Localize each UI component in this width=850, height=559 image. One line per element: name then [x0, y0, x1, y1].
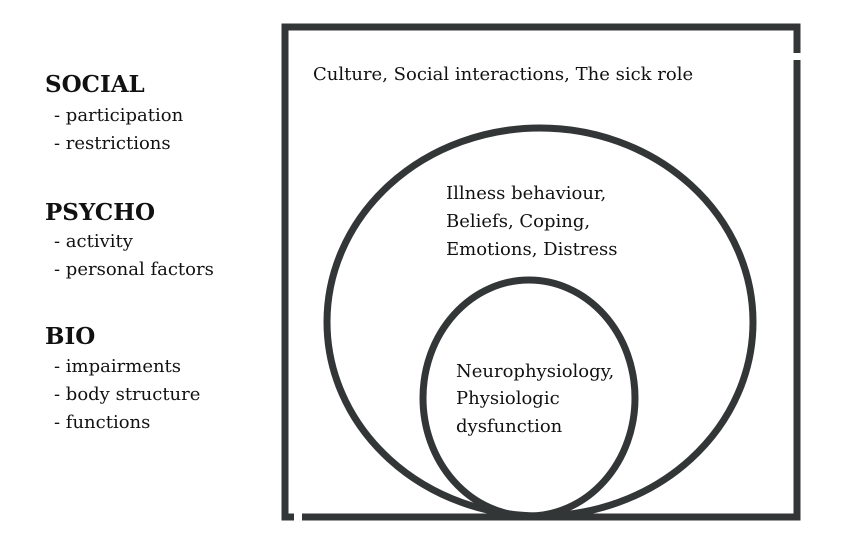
- middle-label-line: Beliefs, Coping,: [446, 211, 590, 232]
- legend-heading-social: SOCIAL: [45, 71, 145, 98]
- inner-label-line: dysfunction: [456, 416, 563, 437]
- inner-label-line: Physiologic: [456, 388, 560, 409]
- middle-label-line: Illness behaviour,: [446, 183, 606, 204]
- legend-item: - impairments: [54, 356, 181, 377]
- legend-item: - participation: [54, 105, 184, 126]
- inner-label-line: Neurophysiology,: [456, 361, 614, 382]
- square-border-bottom-right: [302, 60, 801, 521]
- legend-item: - body structure: [54, 384, 200, 405]
- legend-item: - restrictions: [54, 133, 171, 154]
- bio-circle: [419, 276, 639, 520]
- legend-item: - activity: [54, 231, 134, 252]
- social-square: [281, 23, 801, 521]
- legend-item: - functions: [54, 412, 150, 433]
- legend-heading-psycho: PSYCHO: [45, 199, 155, 226]
- legend-heading-bio: BIO: [45, 323, 95, 350]
- legend-item: - personal factors: [54, 259, 214, 280]
- legend: SOCIAL - participation - restrictions PS…: [45, 71, 214, 433]
- middle-label-line: Emotions, Distress: [446, 239, 618, 260]
- outer-label: Culture, Social interactions, The sick r…: [313, 64, 693, 85]
- square-border-top-left: [281, 23, 801, 521]
